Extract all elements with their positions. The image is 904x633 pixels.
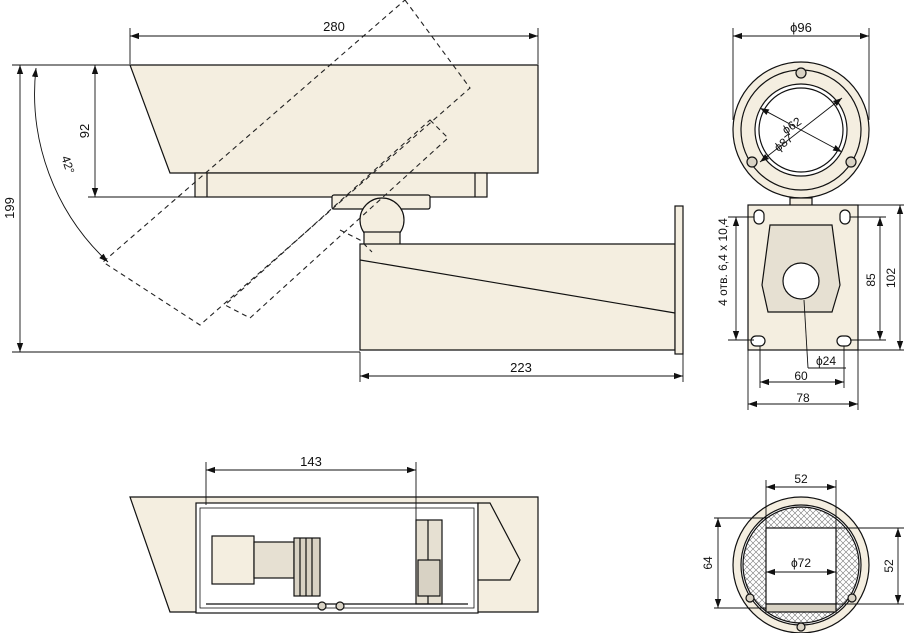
screw-icon (845, 156, 857, 168)
tilted-position (102, 0, 471, 326)
dim-mount-holes: 4 отв. 6,4 x 10,4 (716, 218, 730, 306)
section-front-view (732, 496, 870, 633)
screw-icon (746, 156, 758, 168)
section-dimensions (205, 462, 417, 520)
dim-inner-height: 64 (701, 556, 715, 570)
screw-icon (796, 622, 806, 632)
front-pipe-hole (782, 262, 820, 300)
bracket-arm (359, 243, 676, 351)
dim-hole-spacing-h: 60 (794, 369, 808, 383)
section-front-dimensions (714, 480, 904, 609)
housing-shape (129, 64, 539, 174)
screw-icon (745, 593, 755, 603)
screw-icon (847, 593, 857, 603)
section-inner-box (765, 527, 837, 605)
dim-plate-height: 102 (884, 268, 898, 288)
dim-inner-diameter: ϕ72 (791, 556, 811, 570)
dim-inner-height-right: 52 (882, 559, 896, 573)
slot-icon (839, 209, 851, 225)
lens-barrel (211, 535, 255, 585)
dim-tilt-angle: 42° (58, 154, 77, 176)
front-dimensions (728, 28, 904, 410)
dim-total-height: 199 (2, 197, 17, 219)
side-view (129, 64, 684, 355)
dim-pipe-diameter: ϕ24 (816, 354, 836, 368)
front-shield-detail (477, 502, 521, 581)
dim-overall-length: 280 (323, 19, 345, 34)
slot-icon (750, 335, 766, 347)
dim-inner-width: 52 (794, 472, 808, 486)
side-dimensions (12, 28, 684, 382)
slot-icon (753, 209, 765, 225)
dim-outer-diameter: ϕ96 (790, 20, 812, 35)
dim-internal-length: 143 (300, 454, 322, 469)
wall-flange (674, 205, 684, 355)
section-view (129, 496, 539, 614)
front-view (732, 61, 870, 351)
slot-icon (836, 335, 852, 347)
housing-rail (194, 172, 488, 198)
dim-hole-spacing-v: 85 (864, 273, 878, 287)
dim-bracket-length: 223 (510, 360, 532, 375)
dim-housing-height: 92 (77, 124, 92, 138)
lens-ring (293, 537, 321, 597)
screw-icon (795, 67, 807, 79)
dim-plate-width: 78 (796, 391, 810, 405)
